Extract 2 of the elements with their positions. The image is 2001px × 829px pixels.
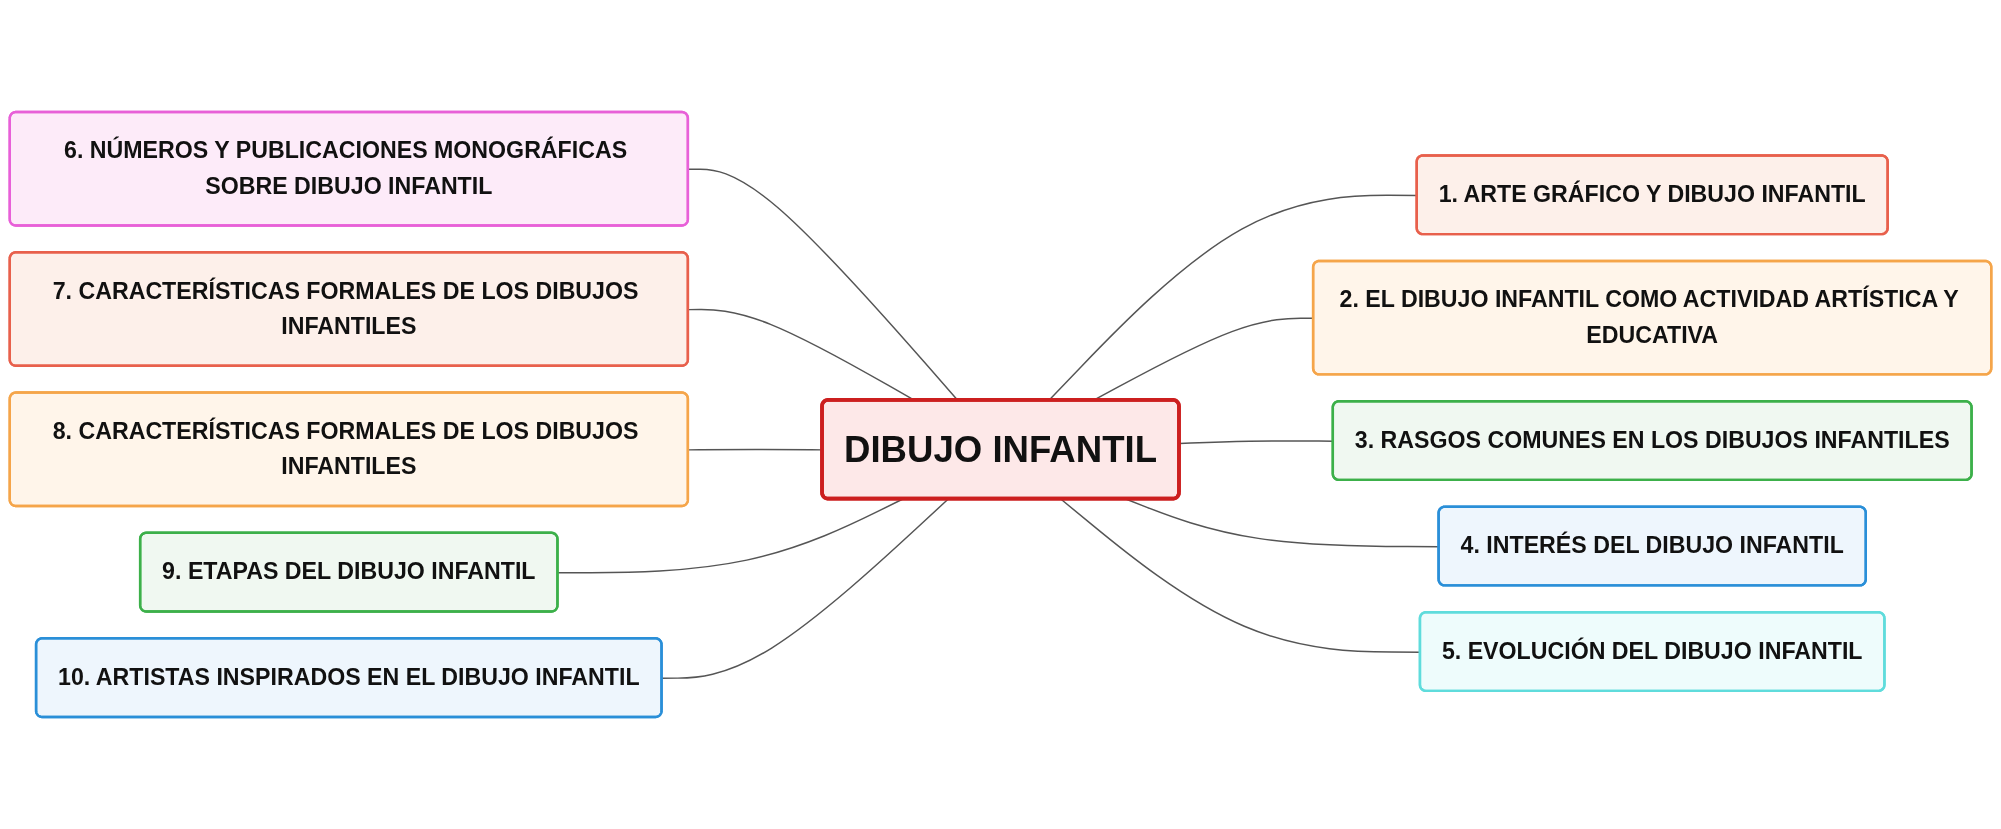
connector (557, 498, 904, 574)
connector (661, 498, 949, 679)
